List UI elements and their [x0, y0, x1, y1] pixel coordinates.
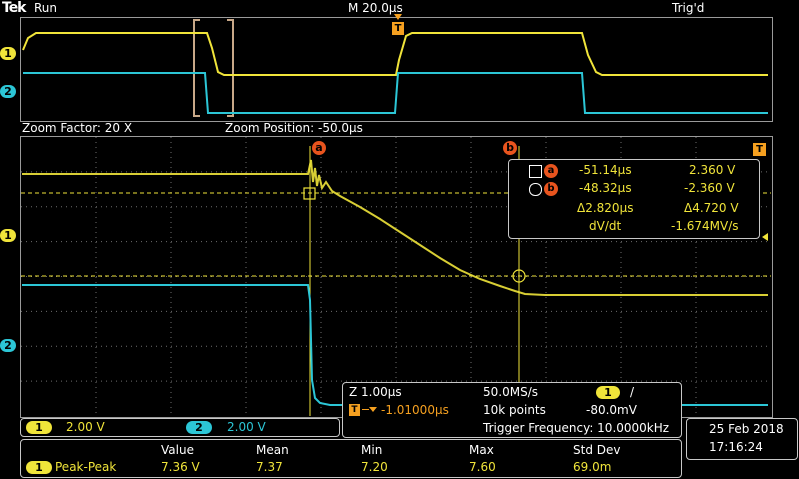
overview-trigger-marker[interactable]: T	[392, 14, 404, 38]
trigger-delay: -1.01000µs	[381, 403, 449, 417]
time-readout: 17:16:24	[709, 440, 763, 454]
meas-header-mean: Mean	[256, 443, 289, 457]
cursor-b-badge: b	[544, 182, 558, 196]
trigger-source-chip: 1	[596, 386, 620, 399]
zoom-scale: Z 1.00µs	[349, 385, 402, 399]
cursor-delta-volt: Δ4.720 V	[684, 201, 739, 215]
brand-logo: Tek	[2, 0, 26, 16]
meas-header-min: Min	[361, 443, 383, 457]
cursor-b-time: -48.32µs	[579, 181, 632, 195]
meas-channel-chip: 1	[26, 461, 52, 474]
ch2-scale[interactable]: 2.00 V	[227, 420, 266, 434]
meas-header-max: Max	[469, 443, 494, 457]
trigger-delay-t: T	[351, 405, 358, 415]
cursor-b-circle-icon	[529, 183, 542, 196]
cursor-a-volt: 2.360 V	[689, 163, 736, 177]
meas-std-dev: 69.0m	[573, 460, 612, 474]
meas-max: 7.60	[469, 460, 496, 474]
trigger-slope-icon: /	[630, 385, 635, 399]
trigger-t-icon: T	[392, 22, 404, 35]
trigger-delay-icon: T	[349, 404, 360, 416]
measurement-panel[interactable]: Value Mean Min Max Std Dev 1 Peak-Peak 7…	[20, 439, 682, 478]
meas-min: 7.20	[361, 460, 388, 474]
trigger-delay-arrow-icon	[362, 409, 369, 410]
datetime-panel: 25 Feb 2018 17:16:24	[686, 418, 798, 460]
trigger-level: -80.0mV	[586, 403, 637, 417]
ch1-scale[interactable]: 2.00 V	[66, 420, 105, 434]
cursor-a-marker[interactable]: a	[312, 141, 326, 155]
cursor-a-time: -51.14µs	[579, 163, 632, 177]
cursor-a-badge: a	[544, 164, 558, 178]
cursor-b-volt: -2.360 V	[684, 181, 735, 195]
ch2-scale-chip[interactable]: 2	[186, 421, 212, 434]
trigger-frequency: Trigger Frequency: 10.0000kHz	[483, 421, 670, 435]
zoom-ch1-marker[interactable]: 1	[0, 229, 16, 242]
trigger-level-arrow-icon	[762, 233, 768, 241]
cursor-b-marker[interactable]: b	[503, 141, 517, 155]
acquisition-panel[interactable]: Z 1.00µs 50.0MS/s 1 / T -1.01000µs 10k p…	[342, 382, 682, 438]
meas-name: Peak-Peak	[55, 460, 117, 474]
timebase-readout[interactable]: M 20.0µs	[348, 1, 403, 15]
cursor-slope-value: -1.674MV/s	[671, 219, 739, 233]
cursor-delta-time: Δ2.820µs	[577, 201, 634, 215]
meas-header-std-dev: Std Dev	[573, 443, 621, 457]
channel-scale-panel[interactable]: 1 2.00 V 2 2.00 V	[20, 418, 340, 437]
overview-ch2-marker[interactable]: 2	[0, 85, 16, 98]
trigger-delay-tri-icon	[369, 407, 377, 412]
cursor-a-square-icon	[529, 165, 542, 178]
meas-header-value: Value	[161, 443, 194, 457]
date-readout: 25 Feb 2018	[709, 422, 784, 436]
zoom-ch2-marker[interactable]: 2	[0, 339, 16, 352]
cursor-slope-label: dV/dt	[589, 219, 622, 233]
meas-mean: 7.37	[256, 460, 283, 474]
ch1-scale-chip[interactable]: 1	[26, 421, 52, 434]
zoom-factor: Zoom Factor: 20 X	[22, 121, 133, 135]
trigger-arrow-icon	[394, 14, 402, 20]
zoom-trigger-marker[interactable]: T	[753, 143, 766, 156]
sample-rate: 50.0MS/s	[483, 385, 538, 399]
meas-value: 7.36 V	[161, 460, 200, 474]
cursor-readout-panel: a -51.14µs 2.360 V b -48.32µs -2.360 V Δ…	[508, 159, 760, 239]
overview-ch1-marker[interactable]: 1	[0, 47, 16, 60]
run-status: Run	[34, 1, 58, 15]
record-length: 10k points	[483, 403, 546, 417]
trigger-status: Trig'd	[672, 1, 705, 15]
zoom-position: Zoom Position: -50.0µs	[225, 121, 363, 135]
